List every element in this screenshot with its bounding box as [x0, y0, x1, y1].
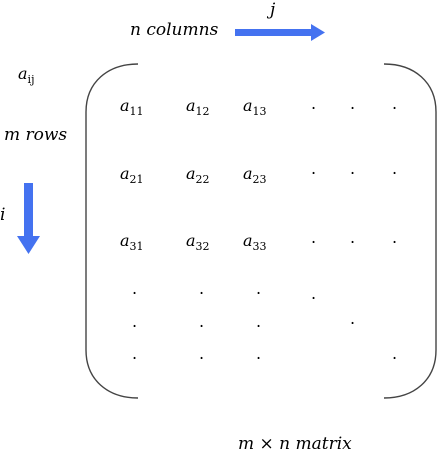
ellipsis-dot: . — [350, 94, 356, 113]
ellipsis-dot: . — [350, 159, 356, 178]
ellipsis-dot: . — [256, 312, 262, 331]
aij-label: aij — [18, 64, 35, 86]
ellipsis-dot: . — [392, 159, 398, 178]
entry-a11: a11 — [120, 96, 144, 118]
ellipsis-dot: . — [350, 228, 356, 247]
ellipsis-dot: . — [311, 159, 317, 178]
left-bracket — [85, 63, 139, 399]
entry-a12: a12 — [186, 96, 210, 118]
ellipsis-dot: . — [132, 279, 138, 298]
ellipsis-dot: . — [256, 279, 262, 298]
ellipsis-dot: . — [132, 312, 138, 331]
ellipsis-dot: . — [132, 344, 138, 363]
right-bracket — [383, 63, 437, 399]
entry-a22: a22 — [186, 164, 210, 186]
matrix-caption: m × n matrix — [238, 434, 352, 454]
entry-a33: a33 — [243, 231, 267, 253]
ellipsis-dot: . — [392, 344, 398, 363]
ellipsis-dot: . — [199, 312, 205, 331]
entry-a31: a31 — [120, 231, 144, 253]
entry-a23: a23 — [243, 164, 267, 186]
j-label: j — [270, 0, 276, 20]
arrow-right-icon — [235, 24, 325, 41]
n-columns-label: n columns — [130, 20, 219, 40]
ellipsis-dot: . — [199, 279, 205, 298]
i-label: i — [0, 205, 6, 225]
ellipsis-dot: . — [256, 344, 262, 363]
m-rows-label: m rows — [4, 125, 68, 145]
ellipsis-dot: . — [392, 94, 398, 113]
ellipsis-dot: . — [392, 228, 398, 247]
entry-a13: a13 — [243, 96, 267, 118]
ellipsis-dot: . — [350, 309, 356, 328]
ellipsis-dot: . — [311, 94, 317, 113]
entry-a32: a32 — [186, 231, 210, 253]
entry-a21: a21 — [120, 164, 144, 186]
ellipsis-dot: . — [311, 228, 317, 247]
ellipsis-dot: . — [311, 284, 317, 303]
arrow-down-icon — [17, 183, 40, 254]
ellipsis-dot: . — [199, 344, 205, 363]
